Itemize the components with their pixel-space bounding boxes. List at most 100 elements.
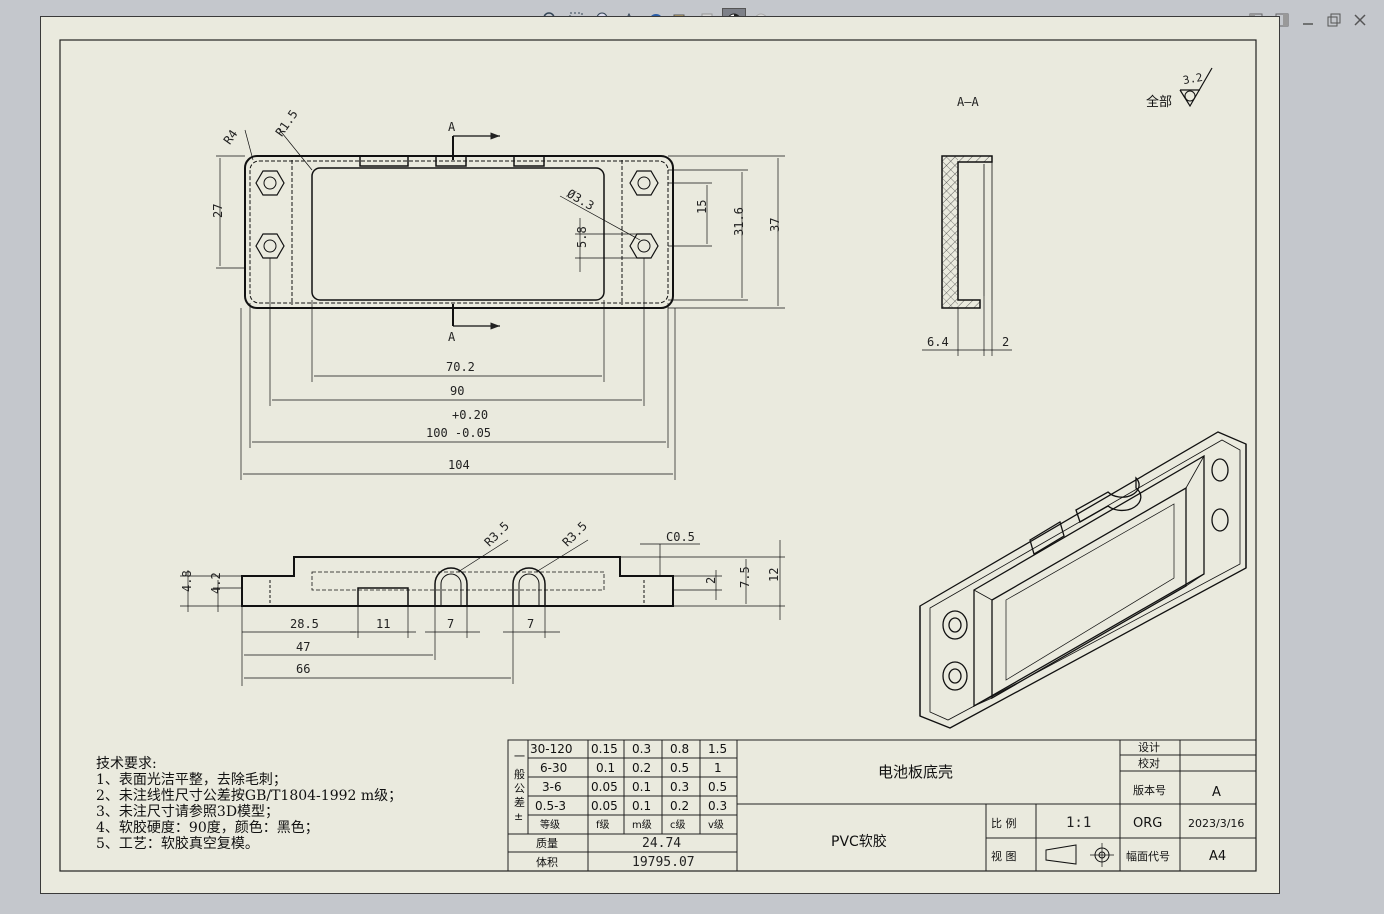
drawing-border [59,39,1257,872]
dim-90: 90 [450,384,464,398]
surface-finish-all: 全部 [1146,94,1172,110]
grade-f: f级 [596,819,610,831]
dim-11: 11 [376,617,390,631]
dim-c0-5: C0.5 [666,530,695,544]
dim-7-b: 7 [527,617,534,631]
design-label: 设计 [1138,741,1160,754]
tol-cell: 1 [714,761,722,775]
org: ORG [1133,816,1162,831]
tol-cell: 0.5-3 [535,799,566,813]
tol-cell: 3-6 [542,780,562,794]
dim-28-5: 28.5 [290,617,319,631]
format-value: A4 [1209,849,1226,864]
dim-4-2: 4.2 [209,572,223,594]
technical-notes: 技术要求: 1、表面光洁平整，去除毛刺； 2、未注线性尺寸公差按GB/T1804… [96,756,402,852]
tol-cell: 0.15 [591,742,618,756]
notes-title: 技术要求: [96,756,157,772]
surface-finish-value: 3.2 [1182,71,1204,87]
title-block: 电池板底壳 PVC软胶 设计 校对 版本号 A 比 例 1:1 ORG 2023… [831,741,1244,864]
dim-r4: R4 [221,127,241,147]
tol-side-4: 差 [514,795,525,809]
tol-cell: 0.1 [596,761,615,775]
dim-2-front: 2 [704,577,718,584]
tol-cell: 0.3 [632,742,651,756]
tol-cell: 0.3 [670,780,689,794]
scale-value: 1:1 [1066,815,1091,831]
tol-cell: 0.1 [632,799,651,813]
view-label: 视 图 [991,849,1017,863]
dim-47: 47 [296,640,310,654]
grade-label: 等级 [540,818,560,831]
tol-cell: 1.5 [708,742,727,756]
note-item: 2、未注线性尺寸公差按GB/T1804-1992 m级； [96,788,403,804]
tol-cell: 0.05 [591,780,618,794]
projection-symbol-icon [1045,843,1114,867]
section-view-title: A—A [957,95,979,109]
dim-5-8: 5.8 [575,226,589,248]
check-label: 校对 [1138,756,1160,770]
tol-cell: 0.5 [708,780,727,794]
grade-m: m级 [632,819,652,831]
dim-66: 66 [296,662,310,676]
tolerance-table: 一 般 公 差 ± 30-120 0.15 0.3 0.8 1.5 6-30 0… [514,742,727,870]
dim-12: 12 [767,568,781,582]
dim-7-a: 7 [447,617,454,631]
tol-side-1: 一 [514,750,525,763]
dim-tol-upper: +0.20 [452,408,488,422]
dim-100: 100 -0.05 [426,426,491,440]
dim-2-section: 2 [1002,335,1009,349]
section-label-top: A [448,120,456,134]
tol-cell: 0.2 [670,799,689,813]
dim-70-2: 70.2 [446,360,475,374]
dim-27: 27 [211,204,225,218]
mass-label: 质量 [536,837,558,850]
date: 2023/3/16 [1188,817,1244,830]
dim-31-6: 31.6 [732,207,746,236]
tol-cell: 0.05 [591,799,618,813]
title-block-lines [507,739,1257,872]
tol-cell: 0.2 [632,761,651,775]
material: PVC软胶 [831,833,887,850]
tol-cell: 30-120 [530,742,573,756]
tol-cell: 0.3 [708,799,727,813]
note-item: 4、软胶硬度：90度，颜色：黑色； [96,820,319,836]
note-item: 3、未注尺寸请参照3D模型； [96,804,280,820]
format-label: 幅面代号 [1126,850,1170,863]
section-view [922,155,1012,356]
dim-104: 104 [448,458,470,472]
tol-cell: 0.8 [670,742,689,756]
close-icon[interactable] [1350,10,1370,30]
part-name: 电池板底壳 [878,763,953,781]
minimize-icon[interactable] [1298,10,1318,30]
version-label: 版本号 [1133,783,1166,797]
scale-label: 比 例 [991,816,1017,830]
version-value: A [1212,785,1221,800]
grade-v: v级 [708,819,724,831]
dim-6-4: 6.4 [927,335,949,349]
note-item: 1、表面光洁平整，去除毛刺； [96,772,287,788]
tol-side-3: 公 [514,782,525,795]
top-view [216,127,785,480]
tol-side-2: 般 [514,768,525,781]
restore-icon[interactable] [1324,10,1344,30]
grade-c: c级 [670,819,686,831]
dim-37: 37 [768,218,782,232]
dim-r15: R1.5 [273,107,301,139]
tol-cell: 0.1 [632,780,651,794]
isometric-view [919,431,1247,729]
front-view [180,539,785,686]
tol-cell: 0.5 [670,761,689,775]
dim-4-8: 4.8 [180,570,194,592]
mass-value: 24.74 [642,836,681,851]
dim-hole: Ø3.3 [565,186,597,213]
tol-cell: 6-30 [540,761,567,775]
note-item: 5、工艺：软胶真空复模。 [96,836,259,852]
volume-value: 19795.07 [632,855,695,870]
tol-side-5: ± [514,810,523,823]
dim-7-5: 7.5 [738,566,752,588]
dim-r3-5-a: R3.5 [482,519,512,549]
dim-15: 15 [695,200,709,214]
volume-label: 体积 [536,855,558,869]
surface-finish-symbol [1179,67,1213,108]
